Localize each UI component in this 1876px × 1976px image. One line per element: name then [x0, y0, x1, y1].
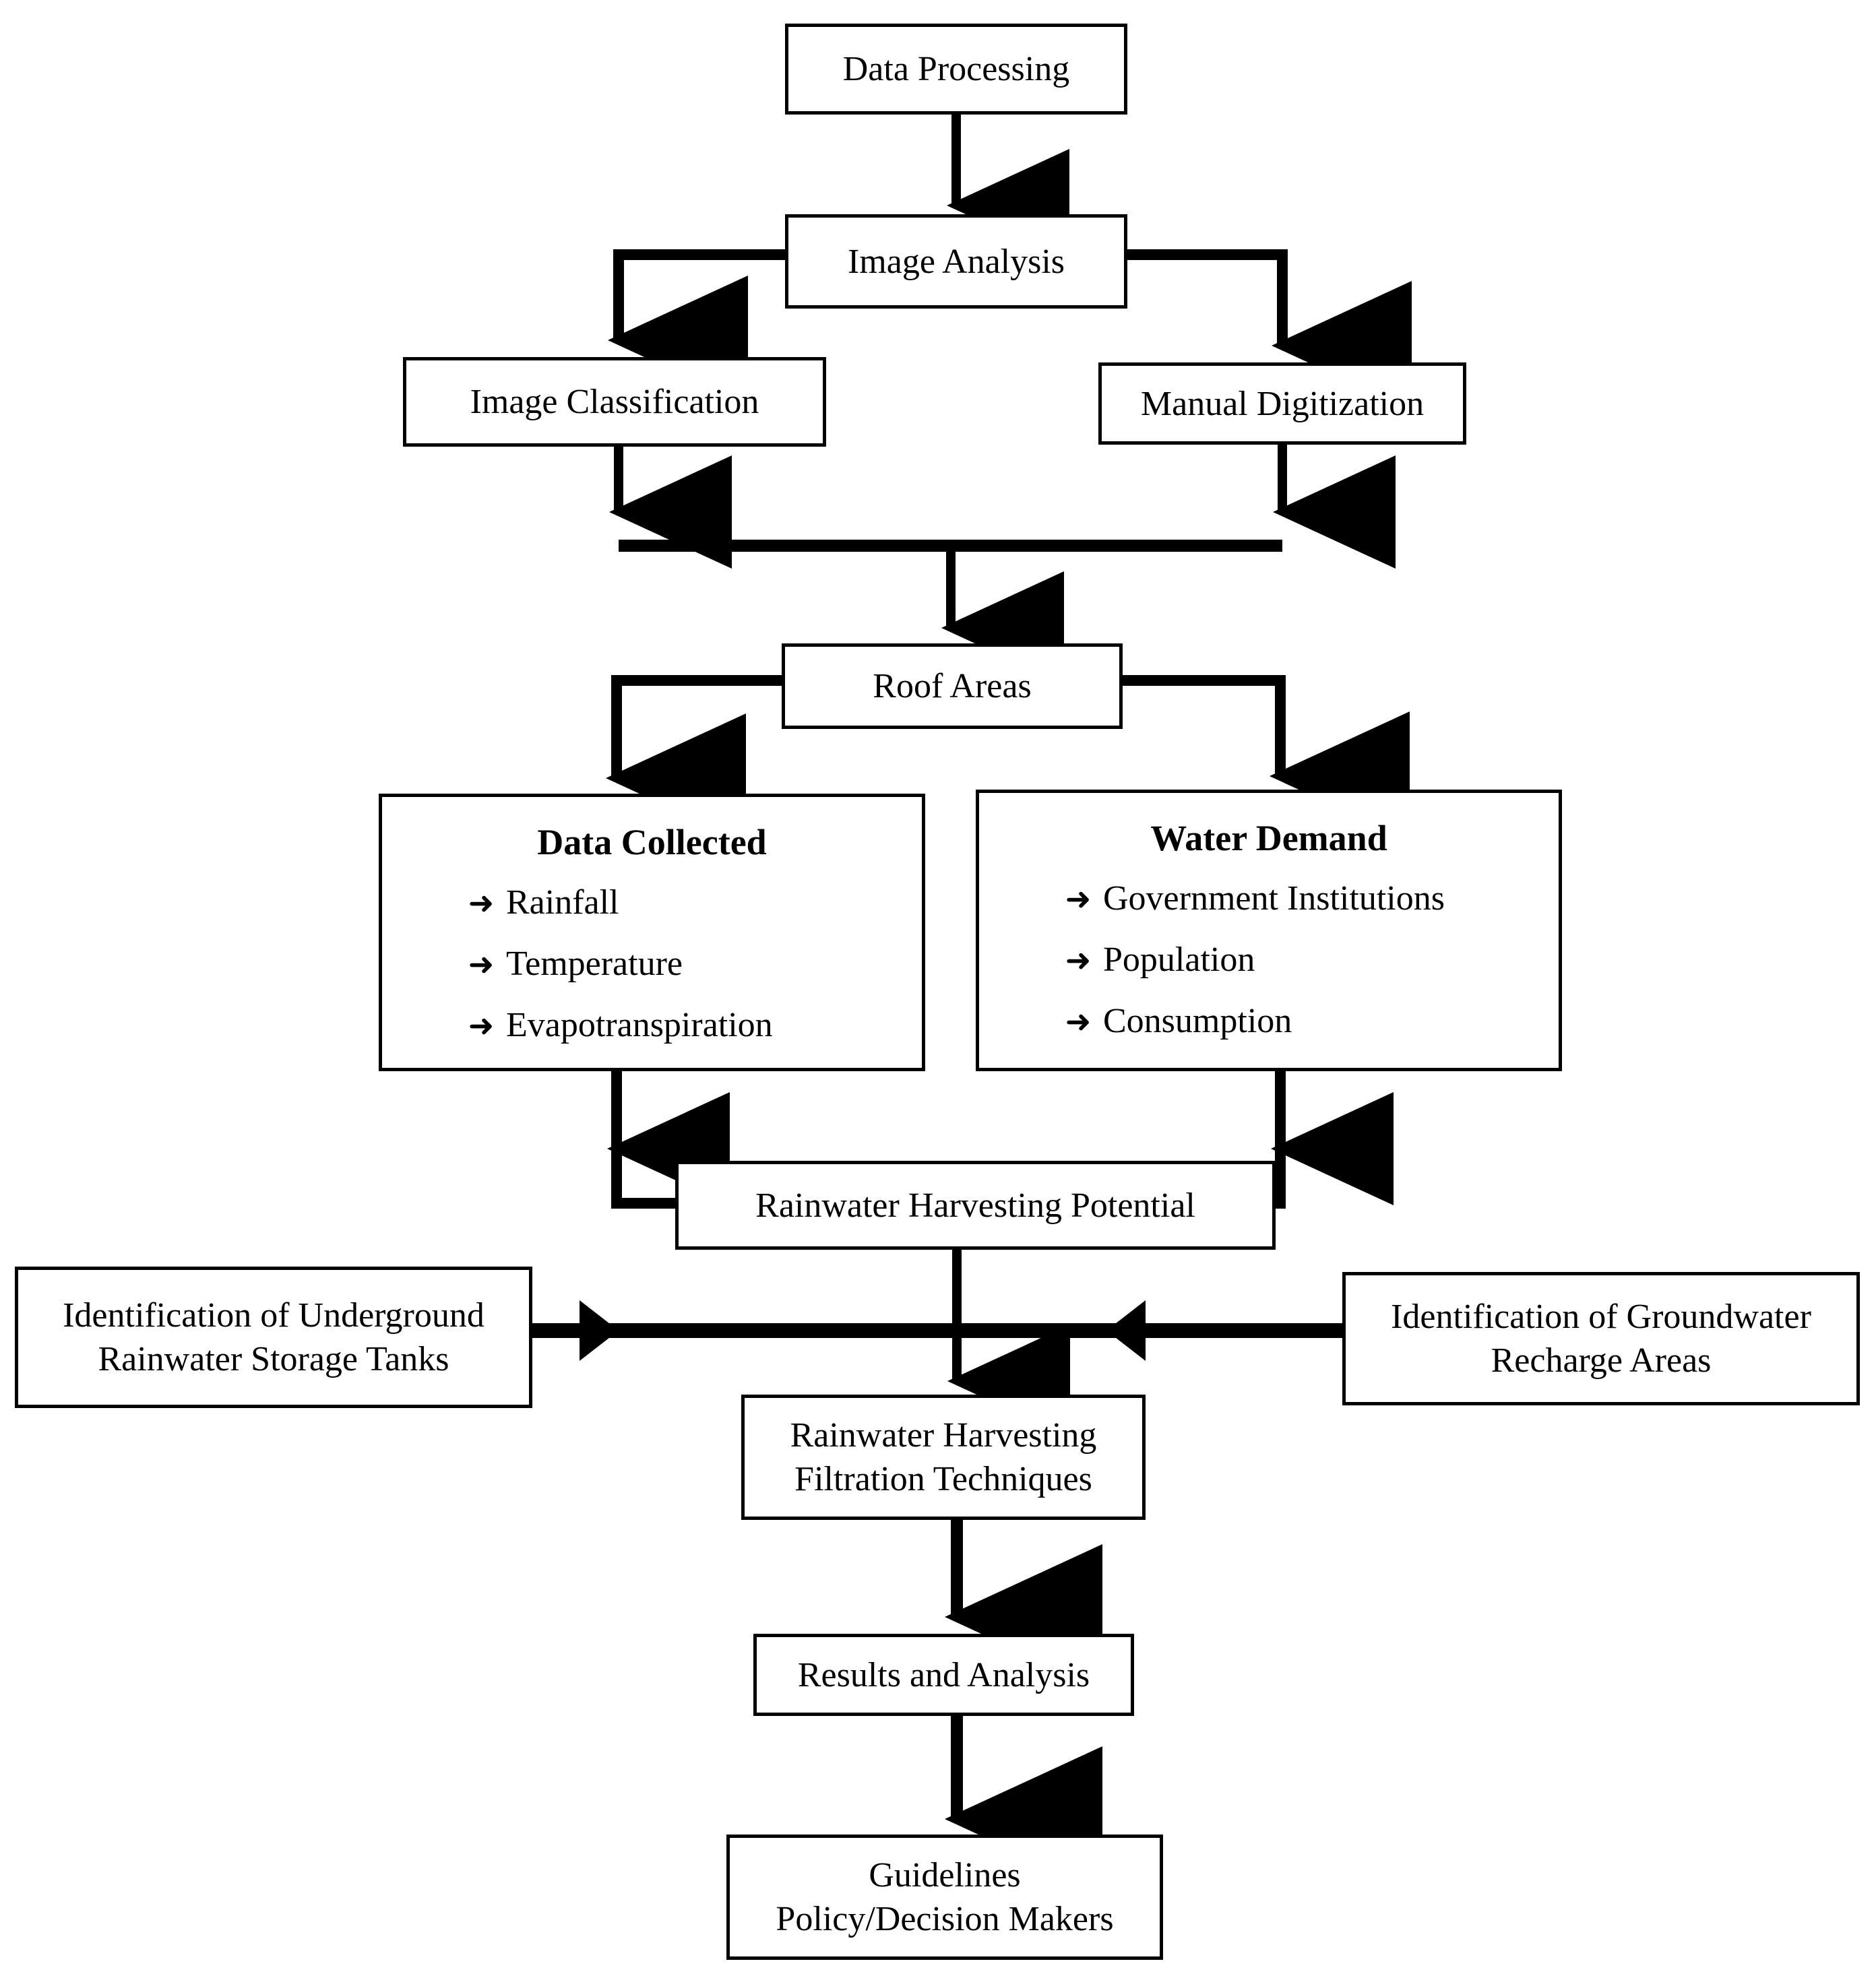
- list-item: ➜ Consumption: [1053, 999, 1559, 1043]
- node-roof-areas[interactable]: Roof Areas: [782, 643, 1123, 729]
- edge-groundwater-recharge-to-trunk: [957, 1300, 1342, 1361]
- node-filtration-techniques[interactable]: Rainwater Harvesting Filtration Techniqu…: [741, 1395, 1146, 1520]
- node-guidelines[interactable]: Guidelines Policy/Decision Makers: [726, 1835, 1163, 1960]
- node-data-processing[interactable]: Data Processing: [785, 24, 1127, 115]
- node-rwh-potential[interactable]: Rainwater Harvesting Potential: [675, 1161, 1276, 1250]
- list-item-label: Population: [1103, 940, 1255, 979]
- data-collected-list: ➜ Rainfall ➜ Temperature ➜ Evapotranspir…: [382, 881, 922, 1064]
- data-collected-title: Data Collected: [537, 822, 767, 862]
- arrow-bullet-icon: ➜: [1065, 943, 1092, 978]
- list-item-label: Rainfall: [506, 883, 619, 922]
- list-item: ➜ Rainfall: [456, 881, 922, 924]
- edge-roof-areas-to-data-collected: [606, 675, 782, 843]
- water-demand-list: ➜ Government Institutions ➜ Population ➜…: [979, 877, 1559, 1060]
- node-image-classification[interactable]: Image Classification: [403, 357, 826, 447]
- list-item-label: Temperature: [506, 944, 683, 983]
- node-underground-tanks[interactable]: Identification of Underground Rainwater …: [15, 1267, 532, 1408]
- list-item-label: Consumption: [1103, 1001, 1292, 1040]
- water-demand-title: Water Demand: [1150, 818, 1387, 858]
- node-label-line1: Rainwater Harvesting: [790, 1416, 1097, 1455]
- node-label: Image Classification: [470, 383, 759, 421]
- node-label-line2: Filtration Techniques: [794, 1460, 1092, 1498]
- node-label: Rainwater Harvesting Potential: [755, 1186, 1195, 1225]
- node-results-and-analysis[interactable]: Results and Analysis: [753, 1634, 1134, 1716]
- node-label-line2: Rainwater Storage Tanks: [98, 1340, 449, 1378]
- arrow-bullet-icon: ➜: [468, 1008, 495, 1043]
- arrow-bullet-icon: ➜: [1065, 1004, 1092, 1039]
- edge-data-collected-to-rwh-potential: [607, 1071, 730, 1209]
- node-label: Manual Digitization: [1140, 384, 1425, 423]
- node-label: Image Analysis: [847, 242, 1065, 281]
- edge-roof-areas-to-water-demand: [1122, 675, 1410, 841]
- node-label: Results and Analysis: [797, 1655, 1090, 1694]
- list-item: ➜ Temperature: [456, 942, 922, 986]
- node-label-line1: Identification of Underground: [63, 1296, 484, 1335]
- node-label-line2: Policy/Decision Makers: [776, 1900, 1114, 1938]
- arrow-bullet-icon: ➜: [468, 885, 495, 920]
- list-item-label: Government Institutions: [1103, 879, 1445, 918]
- list-item: ➜ Evapotranspiration: [456, 1003, 922, 1047]
- node-label: Data Processing: [842, 50, 1070, 88]
- node-label-line2: Recharge Areas: [1491, 1341, 1712, 1380]
- node-groundwater-recharge[interactable]: Identification of Groundwater Recharge A…: [1342, 1272, 1860, 1405]
- node-image-analysis[interactable]: Image Analysis: [785, 214, 1127, 309]
- node-water-demand[interactable]: Water Demand ➜ Government Institutions ➜…: [976, 790, 1562, 1071]
- edge-filtration-to-results: [945, 1519, 1102, 1690]
- list-item: ➜ Government Institutions: [1053, 877, 1559, 920]
- list-item-label: Evapotranspiration: [506, 1005, 773, 1044]
- node-manual-digitization[interactable]: Manual Digitization: [1098, 362, 1466, 445]
- node-label-line1: Guidelines: [869, 1856, 1021, 1894]
- edge-image-analysis-to-image-classification: [608, 249, 785, 405]
- list-item: ➜ Population: [1053, 938, 1559, 982]
- arrow-bullet-icon: ➜: [1065, 881, 1092, 916]
- edge-image-analysis-to-manual-digitization: [1127, 249, 1412, 410]
- arrow-bullet-icon: ➜: [468, 947, 495, 982]
- edge-underground-tanks-to-trunk: [532, 1300, 957, 1361]
- node-label-line1: Identification of Groundwater: [1391, 1298, 1811, 1336]
- node-label: Roof Areas: [873, 667, 1032, 705]
- edge-merge-to-roof-areas: [619, 540, 1282, 684]
- node-data-collected[interactable]: Data Collected ➜ Rainfall ➜ Temperature …: [379, 794, 925, 1071]
